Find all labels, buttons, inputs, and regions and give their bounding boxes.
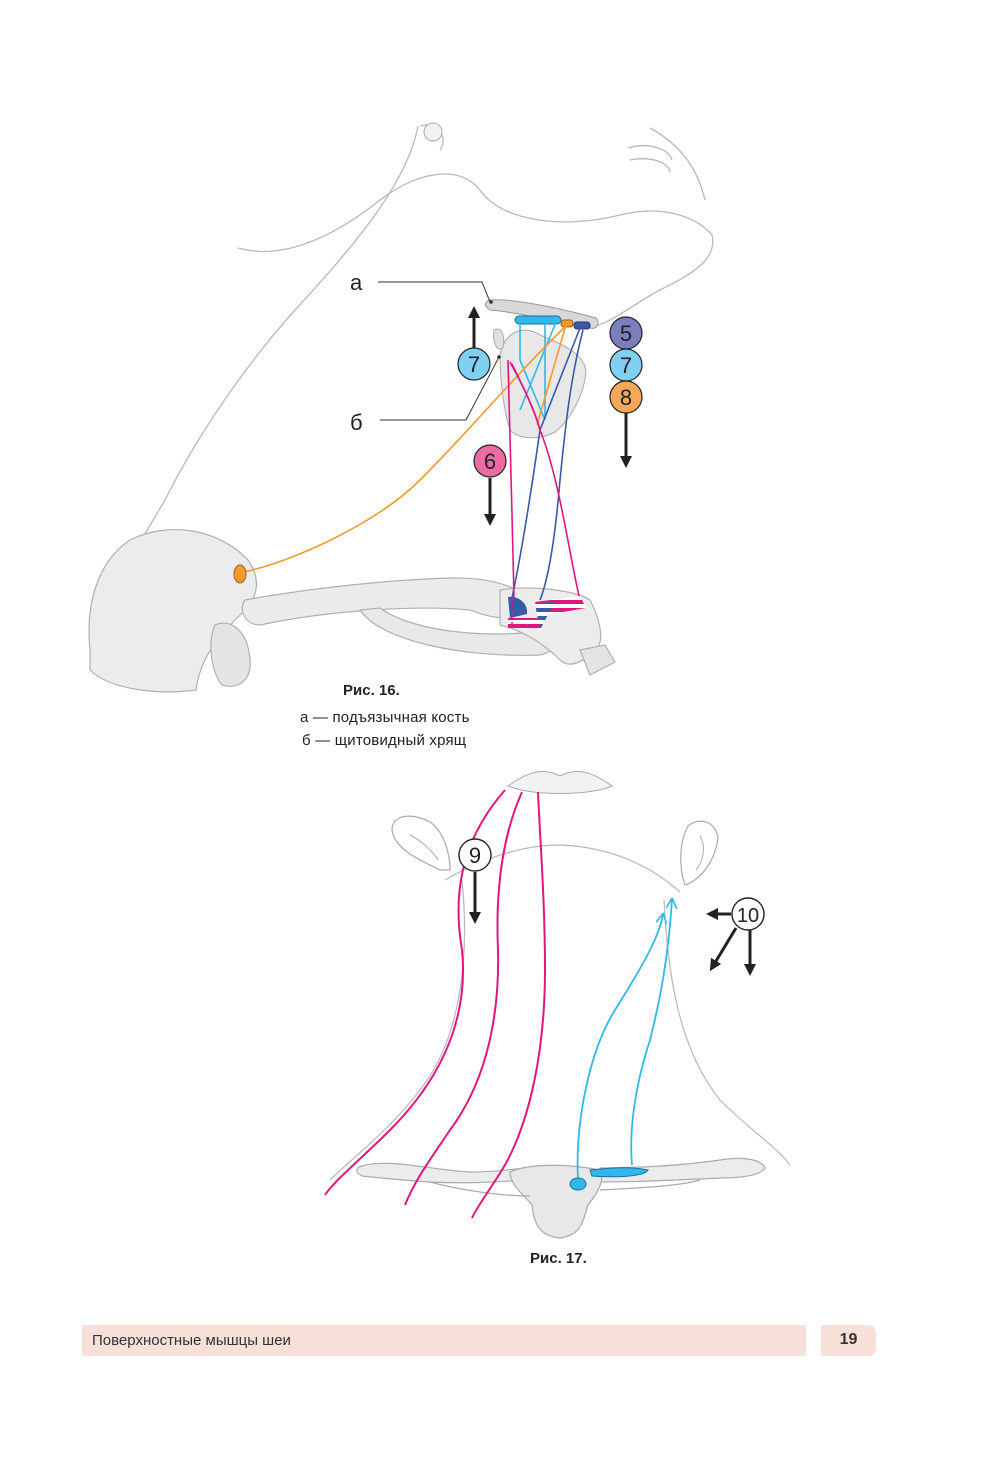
left-ear — [391, 815, 451, 871]
sternum-attachment-blue — [508, 596, 528, 618]
figure-16-illustration: а б 7 5 7 8 6 — [88, 122, 714, 693]
thyroid-cartilage — [499, 329, 587, 439]
label-a: а — [350, 270, 363, 295]
sternocleidomastoid-fibers — [576, 900, 672, 1181]
figure-17-illustration: 9 10 — [324, 770, 791, 1239]
svg-text:7: 7 — [620, 353, 632, 378]
shoulder-bones — [88, 529, 616, 693]
marker-7-right: 7 — [609, 348, 643, 382]
sternum-attachment-striped-magenta — [508, 618, 540, 628]
muscle-fibers — [239, 321, 584, 601]
omohyoid-attachment — [560, 319, 574, 328]
page-number: 19 — [839, 1331, 858, 1348]
lips — [507, 770, 613, 794]
sternal-head-attachment — [569, 1177, 587, 1191]
clavicle-sternum — [356, 1157, 766, 1239]
omohyoid-insertion — [233, 564, 247, 584]
label-b: б — [350, 410, 363, 435]
page-number-box: 19 — [821, 1325, 876, 1356]
svg-text:6: 6 — [484, 449, 496, 474]
sternohyoid-attachment — [514, 315, 562, 325]
footer-section-title: Поверхностные мышцы шеи — [92, 1332, 291, 1349]
figure-16-caption-a: а — подъязычная кость — [300, 709, 470, 726]
svg-text:7: 7 — [468, 352, 480, 377]
marker-7-left: 7 — [457, 347, 491, 381]
label-b-leader — [380, 356, 500, 421]
figure-16-caption-b: б — щитовидный хрящ — [302, 732, 467, 749]
right-ear — [680, 820, 719, 886]
marker-5: 5 — [609, 316, 643, 350]
label-a-leader — [378, 281, 491, 303]
clavicular-head-attachment — [589, 1167, 649, 1178]
footer-section-bar: Поверхностные мышцы шеи — [82, 1325, 806, 1356]
svg-text:8: 8 — [620, 385, 632, 410]
marker-9: 9 — [458, 838, 492, 872]
ear-lobe — [423, 122, 443, 142]
figure-17-caption-title: Рис. 17. — [530, 1250, 587, 1267]
svg-text:10: 10 — [737, 905, 759, 927]
neck-outline — [329, 844, 791, 1181]
svg-text:9: 9 — [469, 843, 481, 868]
sternum-attachment-striped-blue — [535, 601, 555, 630]
svg-text:5: 5 — [620, 321, 632, 346]
marker-10: 10 — [731, 897, 765, 931]
thyrohyoid-attachment — [573, 321, 591, 330]
marker-8: 8 — [609, 380, 643, 414]
figure-16-caption-title: Рис. 16. — [343, 682, 400, 699]
arrow-down-left-icon — [709, 927, 738, 972]
marker-6: 6 — [473, 444, 507, 478]
